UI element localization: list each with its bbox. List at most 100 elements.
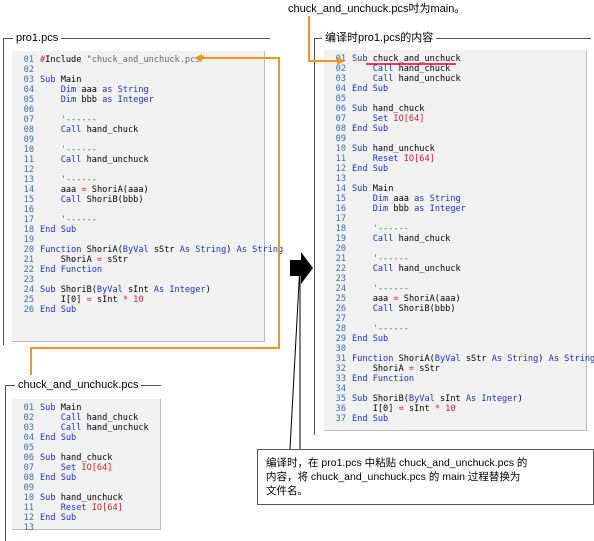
code-token: '------	[40, 115, 97, 125]
code-token: '------	[40, 215, 97, 225]
line-number: 01	[335, 54, 346, 64]
code-token: IO[64]	[81, 463, 113, 473]
line-number: 05	[23, 443, 34, 453]
code-token: sInt	[127, 285, 154, 295]
line-number: 10	[335, 144, 346, 154]
line-number: 34	[335, 384, 346, 394]
line-number: 04	[335, 84, 346, 94]
code-line: 09	[12, 483, 40, 493]
line-number: 08	[335, 124, 346, 134]
line-number: 14	[23, 185, 34, 195]
code-token: hand_chuck	[86, 125, 139, 135]
code-token: sStr	[465, 354, 492, 364]
line-number: 27	[335, 314, 346, 324]
code-line: 02	[12, 65, 40, 75]
code-token: bbb	[393, 204, 415, 214]
code-token: '------	[352, 254, 409, 264]
code-line: 19	[12, 235, 40, 245]
code-token: End Sub	[352, 84, 389, 94]
line-number: 25	[335, 294, 346, 304]
code-line: 08 Call hand_chuck	[12, 125, 139, 135]
line-number: 01	[23, 55, 34, 65]
pro1-frame	[3, 38, 270, 345]
line-number: 01	[23, 403, 34, 413]
code-token: hand_unchuck	[398, 264, 461, 274]
code-token: as	[414, 194, 430, 204]
transform-arrow-icon	[290, 252, 313, 284]
code-token: sStr	[419, 364, 440, 374]
code-token: hand_unchuck	[86, 423, 149, 433]
line-number: 28	[335, 324, 346, 334]
line-number: 21	[335, 254, 346, 264]
line-number: 14	[335, 184, 346, 194]
code-token: As String	[491, 354, 539, 364]
code-token: aaa	[81, 85, 103, 95]
code-line: 01 Sub chuck_and_unchuck	[324, 54, 461, 64]
code-token: End Function	[40, 265, 103, 275]
line-number: 09	[23, 483, 34, 493]
code-token: Call	[352, 264, 399, 274]
code-token: Function	[352, 354, 399, 364]
code-token: Dim	[40, 95, 82, 105]
code-line: 02 Call hand_chuck	[12, 413, 139, 423]
code-token: As String	[236, 245, 284, 255]
line-number: 33	[335, 374, 346, 384]
line-number: 25	[23, 295, 34, 305]
line-number: 32	[335, 364, 346, 374]
line-number: 35	[335, 394, 346, 404]
code-token: Sub	[352, 54, 373, 64]
code-token: =	[81, 185, 92, 195]
code-token: As Integer	[153, 285, 206, 295]
line-number: 21	[23, 255, 34, 265]
code-token: ShoriA	[352, 364, 409, 374]
code-line: 04 End Sub	[324, 84, 389, 94]
code-line: 15 Call ShoriB(bbb)	[12, 195, 144, 205]
code-token: '------	[352, 284, 409, 294]
code-token: hand_chuck	[86, 413, 139, 423]
code-token: sStr	[107, 255, 128, 265]
code-token: ShoriA(aaa)	[91, 185, 149, 195]
line-number: 22	[23, 265, 34, 275]
code-token: aaa	[393, 194, 415, 204]
code-token: chuck_and_unchuck	[372, 54, 461, 64]
code-token: Sub	[40, 75, 61, 85]
line-number: 19	[23, 235, 34, 245]
code-token: Sub	[40, 285, 61, 295]
code-line: 19 Call hand_chuck	[324, 234, 451, 244]
code-token: I[0]	[40, 295, 87, 305]
code-line: 21 '------	[324, 254, 409, 264]
code-token: End Sub	[40, 305, 77, 315]
code-token: Dim	[40, 85, 82, 95]
line-number: 12	[23, 513, 34, 523]
line-number: 36	[335, 404, 346, 414]
code-token: String	[429, 194, 461, 204]
line-number: 12	[335, 164, 346, 174]
line-number: 18	[335, 224, 346, 234]
line-number: 16	[23, 205, 34, 215]
code-token: Reset	[352, 154, 404, 164]
code-token: Main	[372, 184, 394, 194]
code-token: ShoriA(	[398, 354, 435, 364]
code-token: hand_unchuck	[398, 74, 461, 84]
code-line: 07 '------	[12, 115, 97, 125]
callout-line-1: 编译时，在 pro1.pcs 中粘贴 chuck_and_unchuck.pcs…	[266, 457, 528, 469]
code-token: IO[64]	[393, 114, 425, 124]
code-token: ByVal	[122, 245, 154, 255]
line-number: 11	[335, 154, 346, 164]
line-number: 02	[335, 64, 346, 74]
code-line: 03 Call hand_unchuck	[12, 423, 149, 433]
code-line: 11 Call hand_unchuck	[12, 155, 149, 165]
code-line: 04 Dim aaa as String	[12, 85, 149, 95]
code-token: )	[205, 285, 211, 295]
line-number: 15	[335, 194, 346, 204]
code-line: 14 aaa = ShoriA(aaa)	[12, 185, 149, 195]
code-token: Call	[40, 423, 87, 433]
code-token: =	[96, 255, 108, 265]
code-token: Call	[40, 155, 87, 165]
code-line: 01#Include "chuck_and_unchuck.pcs"	[12, 55, 206, 65]
